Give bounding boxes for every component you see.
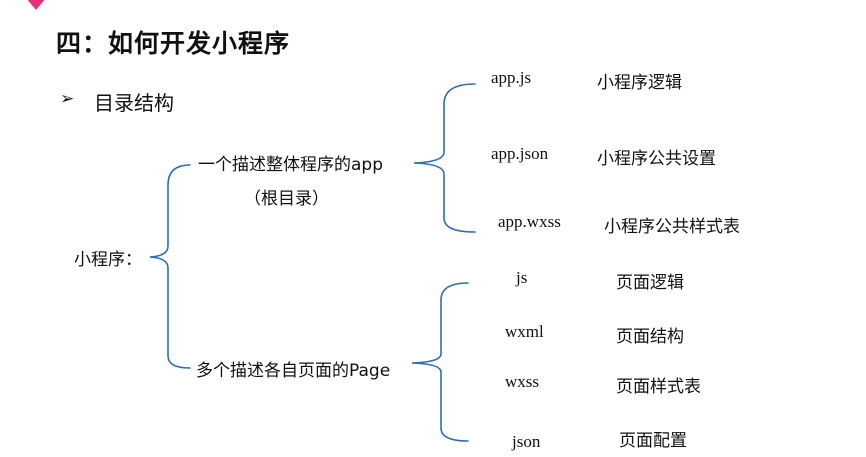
bullet-arrow-icon: ➢: [60, 89, 75, 109]
page-item-desc: 页面逻辑: [616, 273, 684, 293]
page-title: 四：如何开发小程序: [56, 29, 291, 58]
page-item-desc: 页面配置: [619, 431, 687, 451]
corner-decoration: [27, 0, 45, 10]
root-label: 小程序：: [74, 250, 142, 270]
page-item-file: wxss: [505, 372, 540, 391]
app-bracket: [413, 83, 476, 233]
app-item-desc: 小程序逻辑: [597, 73, 682, 93]
app-item-file: app.wxss: [498, 212, 561, 231]
app-item-desc: 小程序公共样式表: [604, 217, 740, 237]
page-item-desc: 页面样式表: [616, 377, 701, 397]
page-item-file: wxml: [505, 322, 544, 341]
app-branch-sublabel: （根目录）: [244, 189, 329, 209]
app-item-desc: 小程序公共设置: [597, 149, 716, 169]
app-item-file: app.json: [491, 144, 549, 163]
app-branch-label: 一个描述整体程序的app: [198, 155, 383, 175]
app-item-file: app.js: [491, 68, 532, 87]
root-bracket: [149, 164, 191, 369]
page-bracket: [411, 282, 469, 442]
page-item-file: js: [516, 268, 528, 287]
bullet-text: 目录结构: [94, 91, 174, 115]
page-item-file: json: [512, 432, 541, 451]
page-item-desc: 页面结构: [616, 327, 684, 347]
page-branch-label: 多个描述各自页面的Page: [196, 361, 391, 381]
